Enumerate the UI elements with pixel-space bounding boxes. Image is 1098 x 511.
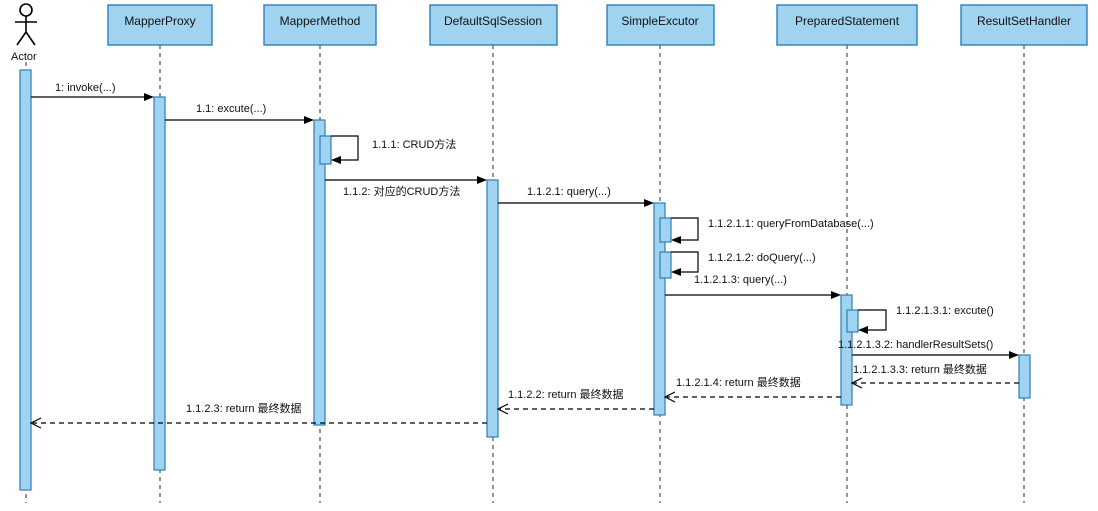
activation-simpleexcutor-self1 <box>659 217 672 243</box>
lifeline-box <box>429 4 558 46</box>
activation-preparedstatement-self <box>846 309 859 333</box>
message-label: 1.1.2.2: return 最终数据 <box>508 387 624 401</box>
arrowhead-icon <box>831 291 841 299</box>
lifeline-header-preparedstatement: PreparedStatement <box>776 4 918 46</box>
lifeline-label: MapperMethod <box>280 14 361 28</box>
activation-resultsethandler <box>1018 354 1031 399</box>
message-return-to-preparedstatement: 1.1.2.1.3.3: return 最终数据 <box>850 362 1019 389</box>
message-label: 1.1.2.1.3: query(...) <box>694 274 787 286</box>
lifeline-box <box>960 4 1088 46</box>
messages: 1: invoke(...) 1.1: excute(...) 1.1.1: C… <box>29 82 1019 429</box>
message-label: 1.1.2.1.3.3: return 最终数据 <box>853 362 987 376</box>
message-query1: 1.1.2.1: query(...) <box>498 186 654 207</box>
lifeline-header-defaultsqlsession: DefaultSqlSession <box>429 4 558 46</box>
lifeline-headers: MapperProxy MapperMethod DefaultSqlSessi… <box>107 4 1088 46</box>
lifeline-label: ResultSetHandler <box>977 14 1071 28</box>
actor-leg-right-icon <box>25 31 36 46</box>
message-label: 1.1.2.1.3.1: excute() <box>896 305 994 317</box>
message-label: 1.1.2.3: return 最终数据 <box>186 401 302 415</box>
open-arrowhead-icon <box>496 403 509 415</box>
message-crud-call: 1.1.2: 对应的CRUD方法 <box>325 176 487 198</box>
arrowhead-icon <box>671 268 681 276</box>
lifeline-box <box>107 4 213 46</box>
message-label: 1.1.2.1: query(...) <box>527 186 611 198</box>
lifeline-box <box>606 4 715 46</box>
message-loop-line <box>858 309 887 331</box>
arrowhead-icon <box>477 176 487 184</box>
actor-head-icon <box>19 3 33 17</box>
message-excute: 1.1: excute(...) <box>165 103 314 124</box>
lifeline-header-resultsethandler: ResultSetHandler <box>960 4 1088 46</box>
open-arrowhead-icon <box>29 417 42 429</box>
lifeline-box <box>263 4 377 46</box>
lifeline-label: SimpleExcutor <box>621 14 698 28</box>
lifeline-dashes <box>25 45 1025 503</box>
arrowhead-icon <box>144 93 154 101</box>
message-label: 1.1.2.1.3.2: handlerResultSets() <box>838 339 993 351</box>
arrowhead-icon <box>304 116 314 124</box>
lifeline-label: PreparedStatement <box>795 14 900 28</box>
actor-leg-left-icon <box>16 31 27 46</box>
message-loop-line <box>331 135 359 161</box>
activation-simpleexcutor-self2 <box>659 251 672 279</box>
activation-bars <box>19 69 1031 491</box>
lifeline-header-simpleexcutor: SimpleExcutor <box>606 4 715 46</box>
activation-defaultsqlsession <box>486 179 499 438</box>
arrowhead-icon <box>671 236 681 244</box>
lifeline-header-mappermethod: MapperMethod <box>263 4 377 46</box>
arrowhead-icon <box>644 199 654 207</box>
lifeline-label: DefaultSqlSession <box>444 14 542 28</box>
message-invoke: 1: invoke(...) <box>31 82 154 101</box>
arrowhead-icon <box>331 156 341 164</box>
activation-mappermethod-self <box>319 135 332 165</box>
message-loop-line <box>671 217 699 241</box>
message-return-to-simpleexcutor: 1.1.2.1.4: return 最终数据 <box>663 375 841 403</box>
message-label: 1.1: excute(...) <box>196 103 266 115</box>
activation-actor <box>19 69 32 491</box>
arrowhead-icon <box>858 326 868 334</box>
arrowhead-icon <box>1009 351 1019 359</box>
message-label: 1.1.2.1.4: return 最终数据 <box>676 375 801 389</box>
message-label: 1.1.2.1.2: doQuery(...) <box>708 252 816 264</box>
activation-simpleexcutor <box>653 202 666 416</box>
lifeline-box <box>776 4 918 46</box>
message-label: 1.1.2: 对应的CRUD方法 <box>343 184 460 198</box>
message-label: 1.1.2.1.1: queryFromDatabase(...) <box>708 218 874 230</box>
activation-mapperproxy <box>153 96 166 471</box>
message-crud-self: 1.1.1: CRUD方法 <box>331 135 456 164</box>
actor-label: Actor <box>11 51 37 63</box>
message-doquery-self: 1.1.2.1.2: doQuery(...) <box>671 251 816 276</box>
lifeline-label: MapperProxy <box>124 14 195 28</box>
message-query2: 1.1.2.1.3: query(...) <box>665 274 841 299</box>
message-return-to-defaultsqlsession: 1.1.2.2: return 最终数据 <box>496 387 654 415</box>
activation-preparedstatement <box>840 294 853 406</box>
activation-mappermethod <box>313 119 326 426</box>
actor: Actor <box>11 3 37 63</box>
message-handlerresultsets: 1.1.2.1.3.2: handlerResultSets() <box>838 339 1019 359</box>
message-label: 1.1.1: CRUD方法 <box>372 137 456 151</box>
message-queryfromdatabase-self: 1.1.2.1.1: queryFromDatabase(...) <box>671 217 874 244</box>
message-return-to-actor: 1.1.2.3: return 最终数据 <box>29 401 487 429</box>
message-label: 1: invoke(...) <box>55 82 116 94</box>
open-arrowhead-icon <box>663 391 676 403</box>
message-excute-self: 1.1.2.1.3.1: excute() <box>858 305 994 334</box>
lifeline-header-mapperproxy: MapperProxy <box>107 4 213 46</box>
message-loop-line <box>671 251 699 273</box>
open-arrowhead-icon <box>850 377 863 389</box>
